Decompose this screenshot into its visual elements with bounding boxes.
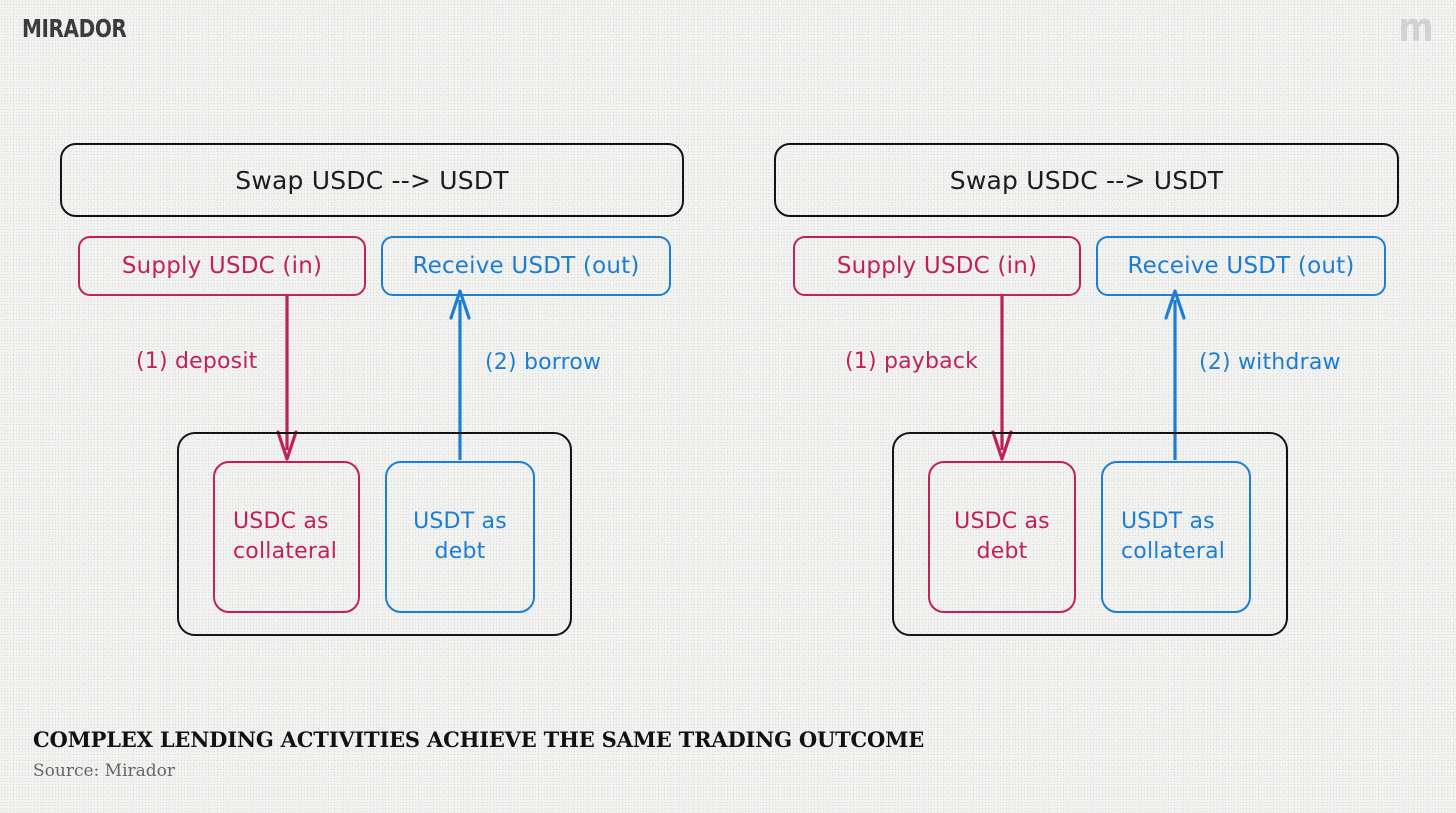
swap-box[interactable]: Swap USDC --> USDT [774,143,1399,217]
asset-debt-label: USDC as debt [954,509,1050,564]
receive-output-label: Receive USDT (out) [1127,253,1355,279]
swap-box[interactable]: Swap USDC --> USDT [60,143,684,217]
asset-box-debt[interactable]: USDC as debt [928,461,1076,613]
asset-box-debt[interactable]: USDT as debt [385,461,535,613]
supply-input-box[interactable]: Supply USDC (in) [78,236,366,296]
asset-box-collateral[interactable]: USDC as collateral [213,461,360,613]
receive-output-label: Receive USDT (out) [412,253,640,279]
brand-monogram-icon: m [1398,5,1434,51]
swap-label: Swap USDC --> USDT [235,165,509,195]
caption-title: COMPLEX LENDING ACTIVITIES ACHIEVE THE S… [33,727,925,752]
lending-pool-container: USDC as collateral USDT as debt [177,432,572,636]
step-2-label: (2) withdraw [1199,350,1341,375]
supply-input-label: Supply USDC (in) [121,253,323,279]
asset-debt-label: USDT as debt [413,509,507,564]
caption-source: Source: Mirador [33,761,176,781]
step-1-label: (1) deposit [136,349,258,374]
asset-collateral-label: USDT as collateral [1121,509,1226,564]
step-1-label: (1) payback [845,349,979,374]
diagram-panel-left: Swap USDC --> USDT Supply USDC (in) Rece… [0,0,700,700]
supply-input-label: Supply USDC (in) [836,253,1038,279]
lending-pool-container: USDC as debt USDT as collateral [892,432,1288,636]
supply-input-box[interactable]: Supply USDC (in) [793,236,1081,296]
swap-label: Swap USDC --> USDT [949,165,1224,195]
receive-output-box[interactable]: Receive USDT (out) [381,236,671,296]
asset-box-collateral[interactable]: USDT as collateral [1101,461,1251,613]
asset-collateral-label: USDC as collateral [233,509,338,564]
step-2-label: (2) borrow [485,350,602,375]
brand-logo: MIRADOR [22,14,127,43]
diagram-panel-right: Swap USDC --> USDT Supply USDC (in) Rece… [714,0,1414,700]
receive-output-box[interactable]: Receive USDT (out) [1096,236,1386,296]
